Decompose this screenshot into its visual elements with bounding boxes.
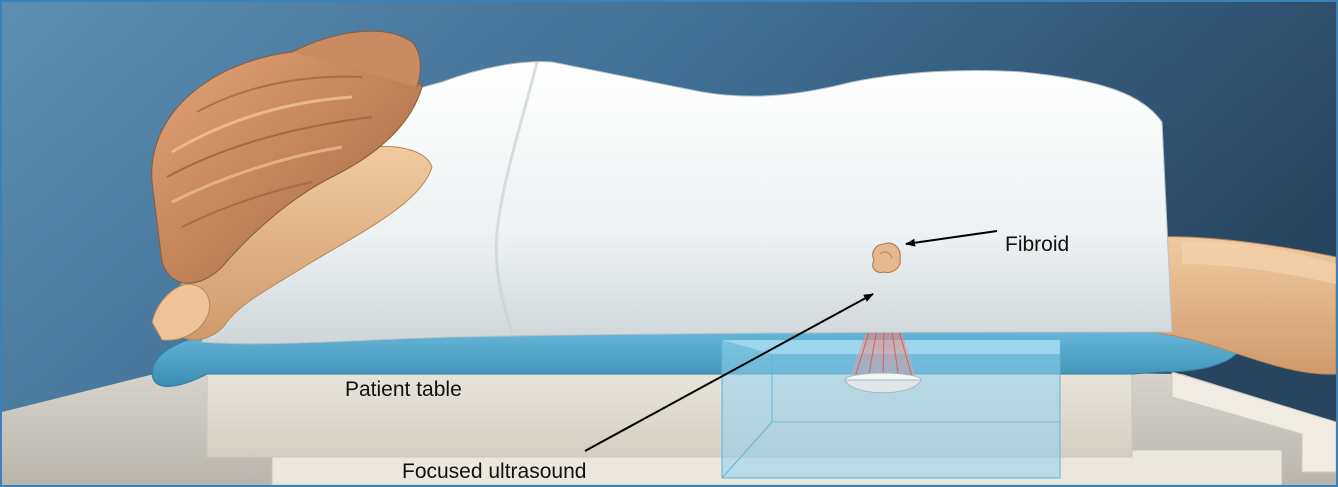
focused-ultrasound-label: Focused ultrasound	[402, 461, 586, 482]
fibroid-label: Fibroid	[1005, 234, 1069, 255]
patient-table-label: Patient table	[345, 379, 462, 400]
fibroid-mass-icon	[873, 243, 901, 272]
